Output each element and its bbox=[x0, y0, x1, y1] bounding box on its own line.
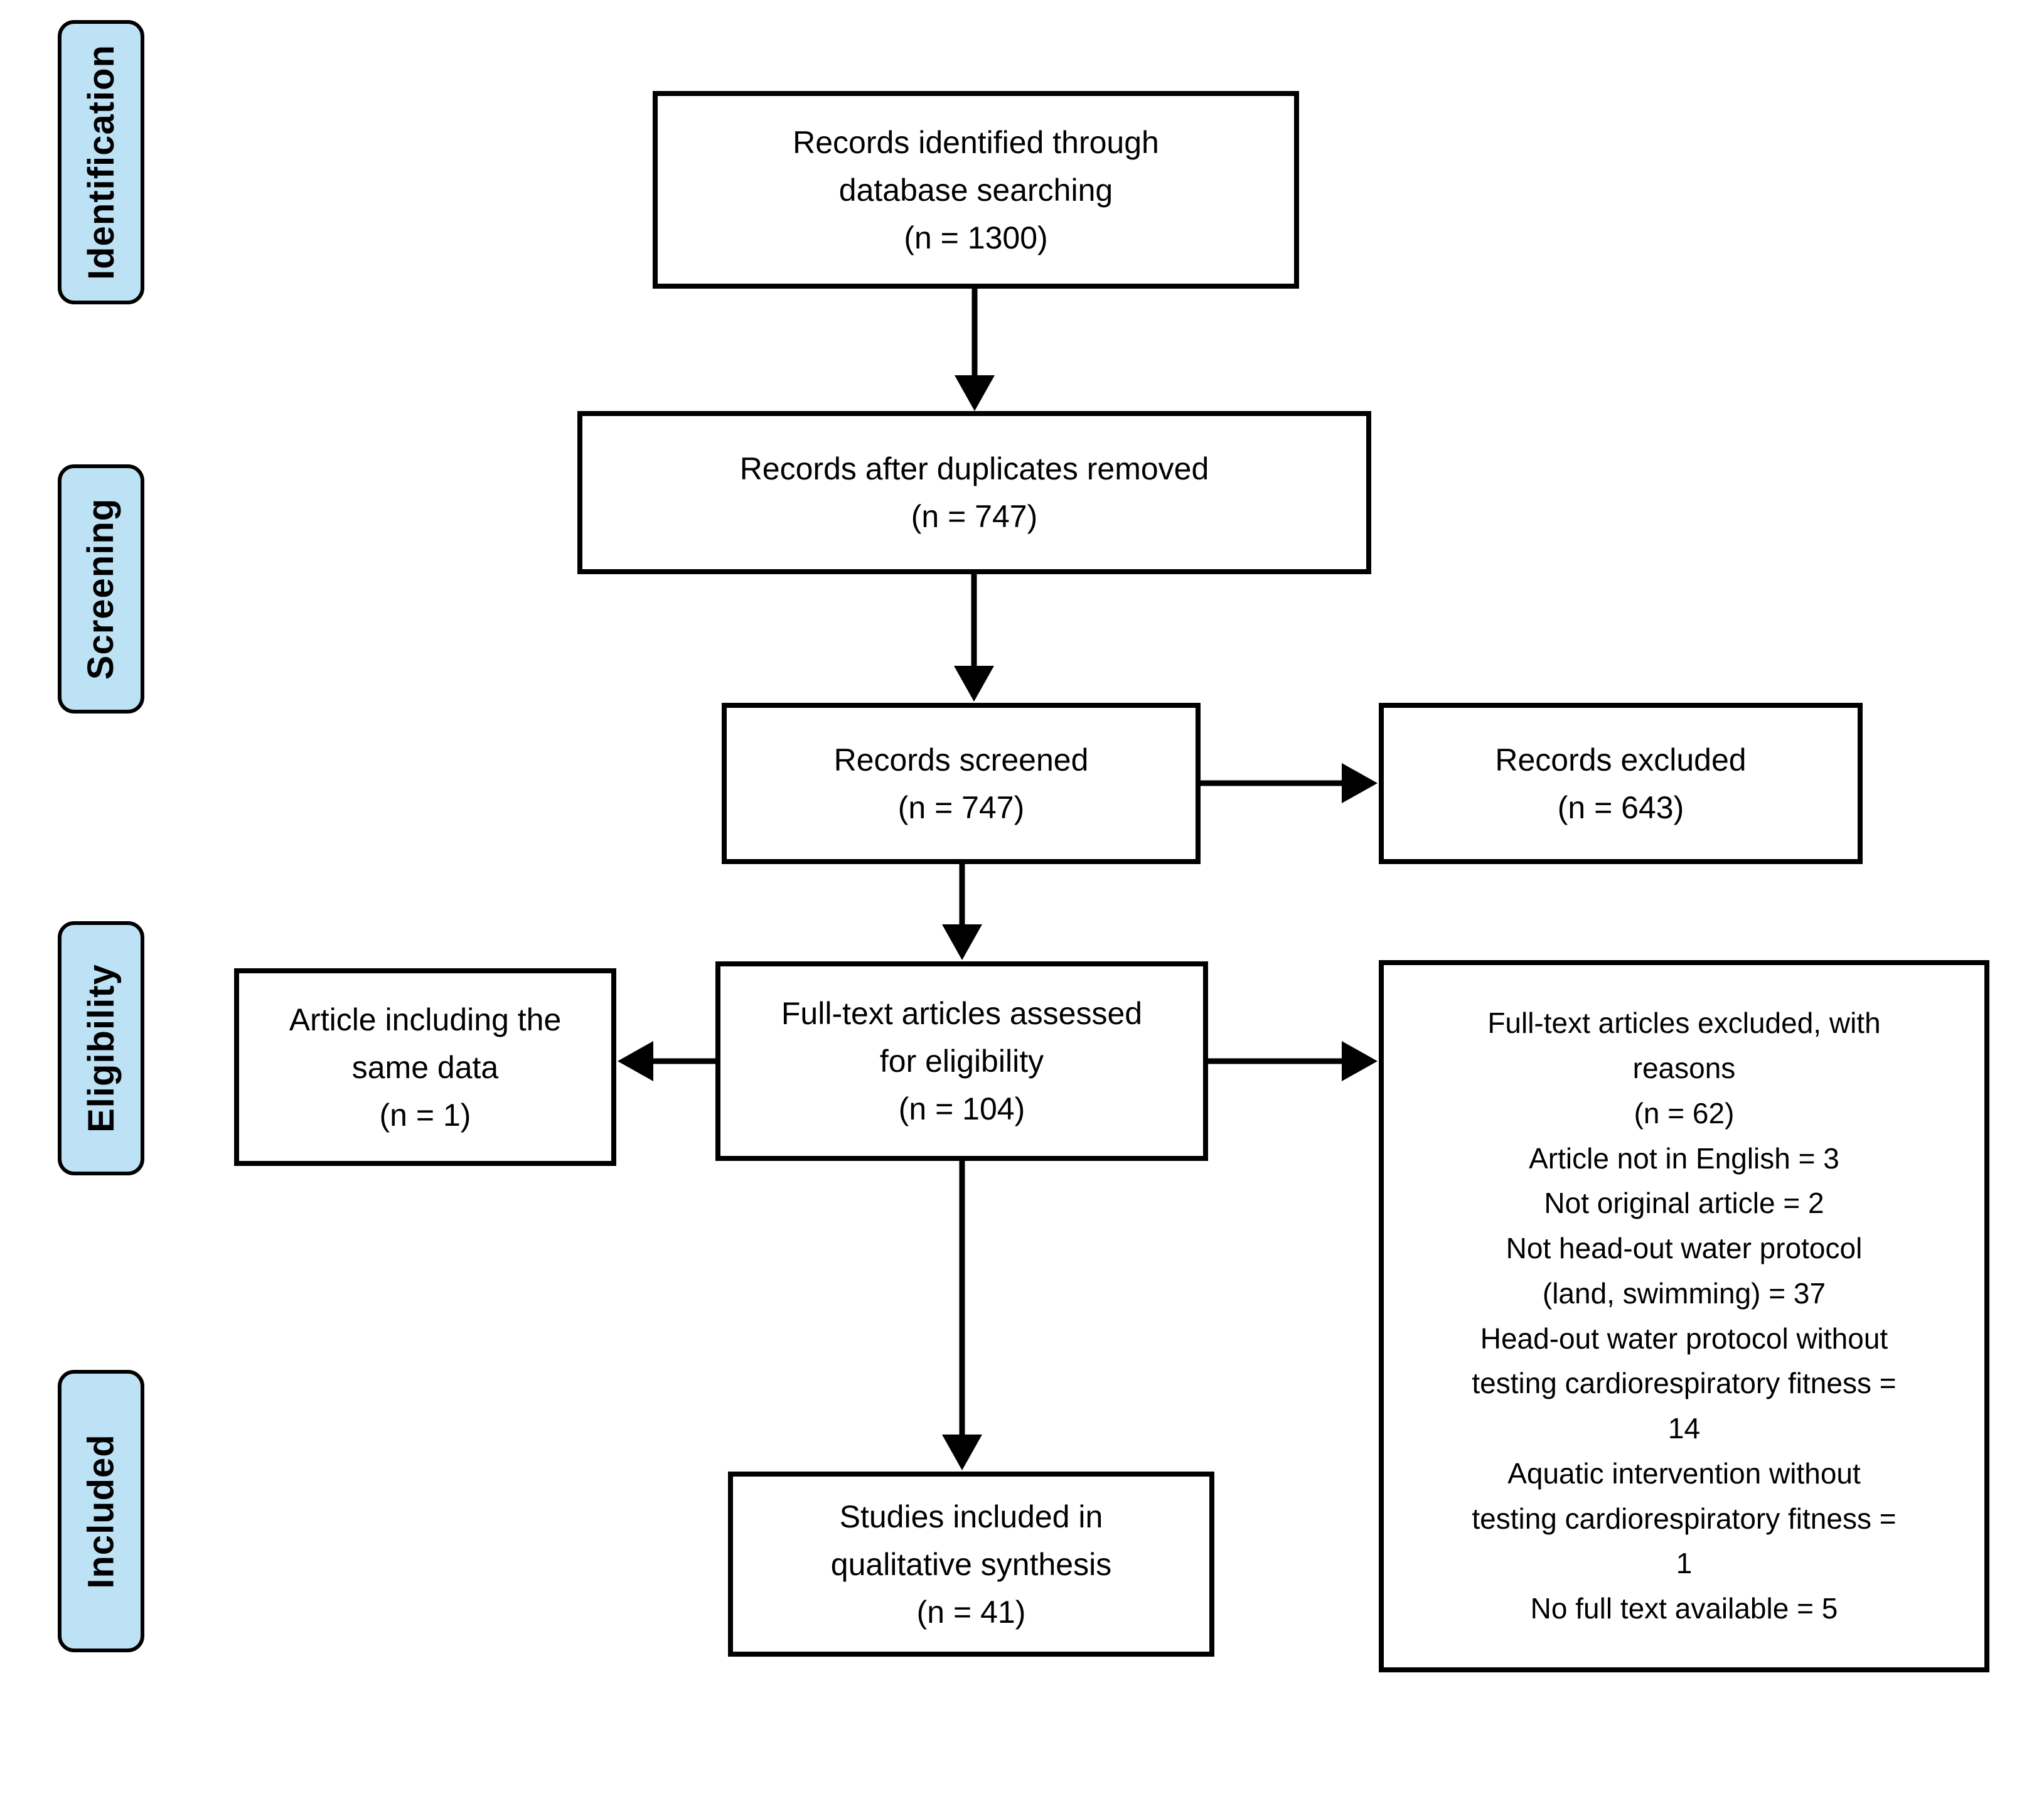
box-records-screened: Records screened (n = 747) bbox=[722, 703, 1201, 864]
arrow-assessed-to-fulltext-excluded bbox=[1208, 1041, 1378, 1081]
arrow-identified-to-duplicates bbox=[955, 289, 995, 411]
box-duplicates-removed: Records after duplicates removed (n = 74… bbox=[577, 411, 1371, 574]
box-fulltext-assessed: Full-text articles assessed for eligibil… bbox=[715, 961, 1208, 1161]
box-fulltext-excluded-reasons: Full-text articles excluded, with reason… bbox=[1379, 960, 1989, 1672]
box-records-identified: Records identified through database sear… bbox=[653, 91, 1299, 289]
stage-identification-label: Identification bbox=[80, 45, 122, 280]
stage-eligibility-label: Eligibility bbox=[80, 964, 122, 1133]
arrow-duplicates-to-screened bbox=[954, 574, 994, 702]
stage-identification: Identification bbox=[58, 20, 144, 304]
box-article-same-data: Article including the same data (n = 1) bbox=[234, 968, 616, 1166]
arrow-assessed-to-same-data bbox=[618, 1041, 715, 1081]
arrow-assessed-to-included bbox=[942, 1161, 982, 1470]
stage-screening-label: Screening bbox=[80, 498, 122, 680]
box-studies-included: Studies included in qualitative synthesi… bbox=[728, 1472, 1214, 1657]
arrow-screened-to-assessed bbox=[942, 864, 982, 960]
box-records-excluded: Records excluded (n = 643) bbox=[1379, 703, 1863, 864]
stage-eligibility: Eligibility bbox=[58, 921, 144, 1175]
stage-included-label: Included bbox=[80, 1433, 122, 1589]
arrow-screened-to-excluded bbox=[1201, 763, 1378, 803]
stage-included: Included bbox=[58, 1370, 144, 1652]
stage-screening: Screening bbox=[58, 464, 144, 713]
